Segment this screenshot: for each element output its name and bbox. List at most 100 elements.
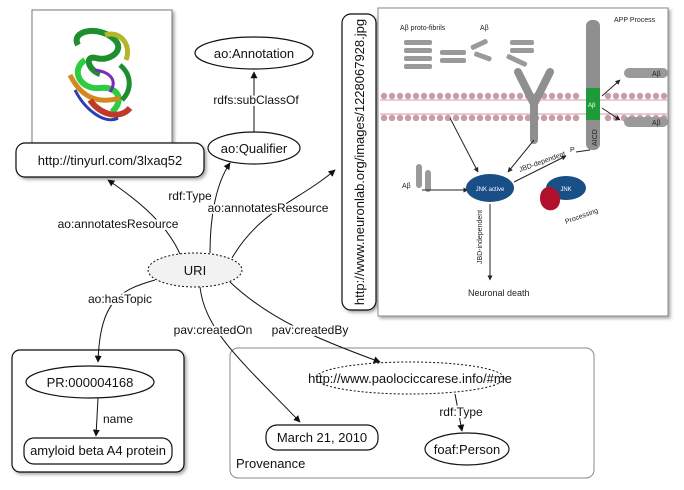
- edge-rdf-type-1: [209, 162, 231, 254]
- membrane-bead: [572, 114, 580, 122]
- abeta-left-label: Aβ: [402, 183, 411, 190]
- membrane-bead: [436, 114, 444, 122]
- membrane-bead: [468, 114, 476, 122]
- provenance-label: Provenance: [236, 456, 305, 471]
- membrane-bead: [516, 92, 524, 100]
- edge-created-by: [229, 281, 381, 364]
- membrane-bead: [388, 114, 396, 122]
- membrane-bead: [412, 92, 420, 100]
- membrane-bead: [420, 92, 428, 100]
- membrane-bead: [444, 114, 452, 122]
- topic-node-text: PR:000004168: [47, 375, 134, 390]
- membrane-bead: [396, 114, 404, 122]
- membrane-bead: [420, 114, 428, 122]
- cell-membrane: [380, 92, 668, 122]
- jnk-label: JNK: [560, 187, 571, 193]
- p-label: P: [570, 147, 575, 154]
- neuron-figure: Aβ AICD APP Process Aβ Aβ Aβ proto-fibri…: [377, 7, 669, 317]
- receptor-shape: [514, 68, 554, 144]
- membrane-bead: [572, 92, 580, 100]
- label-annotates-1: ao:annotatesResource: [58, 217, 179, 231]
- membrane-bead: [404, 92, 412, 100]
- membrane-bead: [548, 114, 556, 122]
- membrane-bead: [380, 92, 388, 100]
- ab-right-1-label: Aβ: [652, 71, 661, 78]
- edge-annotates-2: [231, 169, 336, 259]
- membrane-bead: [500, 92, 508, 100]
- label-has-topic: ao:hasTopic: [88, 292, 152, 306]
- annotation-node: ao:Annotation: [194, 36, 314, 70]
- membrane-bead: [476, 92, 484, 100]
- app-ab-segment: [586, 88, 600, 120]
- membrane-bead: [620, 92, 628, 100]
- url-node-text: http://tinyurl.com/3lxaq52: [38, 153, 183, 168]
- person-uri-text: http://www.paolociccarese.info/#me: [308, 371, 512, 386]
- membrane-bead: [508, 114, 516, 122]
- app-process-label: APP Process: [614, 17, 656, 24]
- proto-fibrils-label: Aβ proto-fibrils: [400, 25, 446, 32]
- membrane-bead: [524, 114, 532, 122]
- label-annotates-2: ao:annotatesResource: [208, 201, 329, 215]
- membrane-bead: [628, 92, 636, 100]
- membrane-bead: [484, 92, 492, 100]
- edge-created-on: [199, 286, 301, 423]
- person-uri-node: http://www.paolociccarese.info/#me: [308, 361, 512, 395]
- label-subclass: rdfs:subClassOf: [213, 93, 299, 107]
- membrane-bead: [452, 92, 460, 100]
- protein-image-box: [31, 9, 173, 149]
- aicd-label: AICD: [592, 129, 599, 146]
- membrane-bead: [388, 92, 396, 100]
- jnk-active-label: JNK active: [476, 187, 505, 193]
- edge-has-topic: [94, 279, 156, 363]
- membrane-bead: [412, 114, 420, 122]
- membrane-bead: [612, 92, 620, 100]
- membrane-bead: [556, 114, 564, 122]
- membrane-bead: [500, 114, 508, 122]
- qualifier-node: ao:Qualifier: [207, 131, 301, 165]
- label-rdf-type-1: rdf:Type: [168, 189, 212, 203]
- membrane-bead: [564, 114, 572, 122]
- person-class-node: foaf:Person: [424, 432, 510, 466]
- membrane-bead: [508, 92, 516, 100]
- ab-right-2-label: Aβ: [652, 120, 661, 127]
- membrane-bead: [548, 92, 556, 100]
- membrane-bead: [652, 92, 660, 100]
- edges: [92, 71, 465, 437]
- label-name: name: [103, 412, 133, 426]
- proto-fibril-shapes: [404, 39, 534, 69]
- edge-rdf-type-2: [454, 393, 465, 432]
- label-created-on: pav:createdOn: [174, 323, 253, 337]
- uri-node: URI: [147, 252, 243, 288]
- membrane-bead: [604, 114, 612, 122]
- membrane-bead: [636, 92, 644, 100]
- annotation-node-text: ao:Annotation: [214, 46, 294, 61]
- membrane-bead: [644, 92, 652, 100]
- url-node: http://tinyurl.com/3lxaq52: [15, 142, 205, 178]
- image-url-node: http://www.neuronlab.org/images/12280679…: [341, 13, 377, 311]
- red-protein-shape: [540, 186, 560, 211]
- app-ab-label: Aβ: [588, 103, 596, 109]
- membrane-bead: [404, 114, 412, 122]
- membrane-bead: [516, 114, 524, 122]
- neuronal-death-label: Neuronal death: [468, 288, 530, 298]
- membrane-bead: [428, 114, 436, 122]
- membrane-bead: [492, 114, 500, 122]
- jbd-independent-label: JBD-independent: [477, 210, 484, 264]
- membrane-bead: [540, 114, 548, 122]
- protein-node-text: amyloid beta A4 protein: [30, 443, 166, 458]
- label-rdf-type-2: rdf:Type: [439, 405, 483, 419]
- qualifier-node-text: ao:Qualifier: [221, 141, 288, 156]
- uri-node-text: URI: [184, 263, 206, 278]
- membrane-bead: [460, 114, 468, 122]
- edge-annotates-1: [107, 179, 181, 255]
- edge-name: [92, 397, 100, 437]
- topic-box: PR:000004168 amyloid beta A4 protein: [11, 349, 185, 473]
- membrane-bead: [660, 92, 668, 100]
- membrane-bead: [476, 114, 484, 122]
- membrane-bead: [396, 92, 404, 100]
- membrane-bead: [484, 114, 492, 122]
- membrane-bead: [556, 92, 564, 100]
- jnk-active-shape: [466, 174, 514, 202]
- label-created-by: pav:createdBy: [272, 323, 349, 337]
